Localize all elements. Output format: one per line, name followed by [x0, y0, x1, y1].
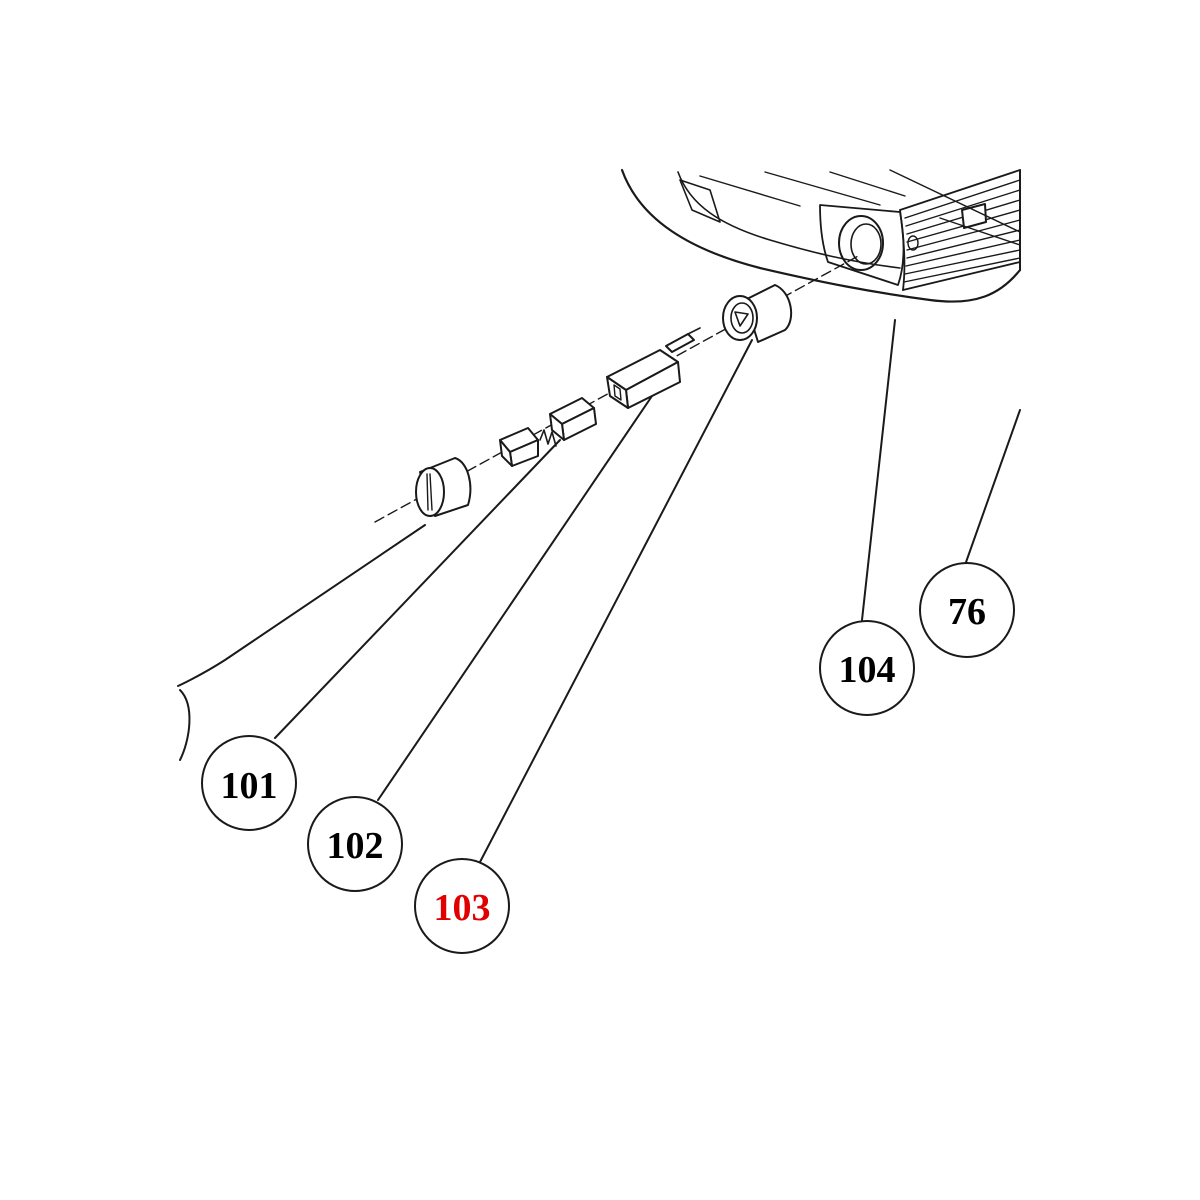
callout-76-label: 76 [948, 591, 986, 633]
callout-102-label: 102 [327, 825, 384, 867]
brush-cap-ring [415, 457, 472, 517]
callout-101: 101 [201, 735, 297, 831]
vent-grille [903, 179, 1021, 283]
leader-lines [177, 319, 1021, 863]
callout-76: 76 [919, 562, 1015, 658]
callout-104-label: 104 [839, 649, 896, 691]
part-103-bushing [722, 284, 793, 343]
callout-102: 102 [307, 796, 403, 892]
callout-104: 104 [819, 620, 915, 716]
callout-103-label: 103 [434, 887, 491, 929]
callout-101-label: 101 [221, 765, 278, 807]
part-101-carbon-brush [499, 397, 597, 467]
callout-103: 103 [414, 858, 510, 954]
housing-assembly [620, 168, 1022, 303]
part-102-brush-holder [606, 327, 701, 409]
